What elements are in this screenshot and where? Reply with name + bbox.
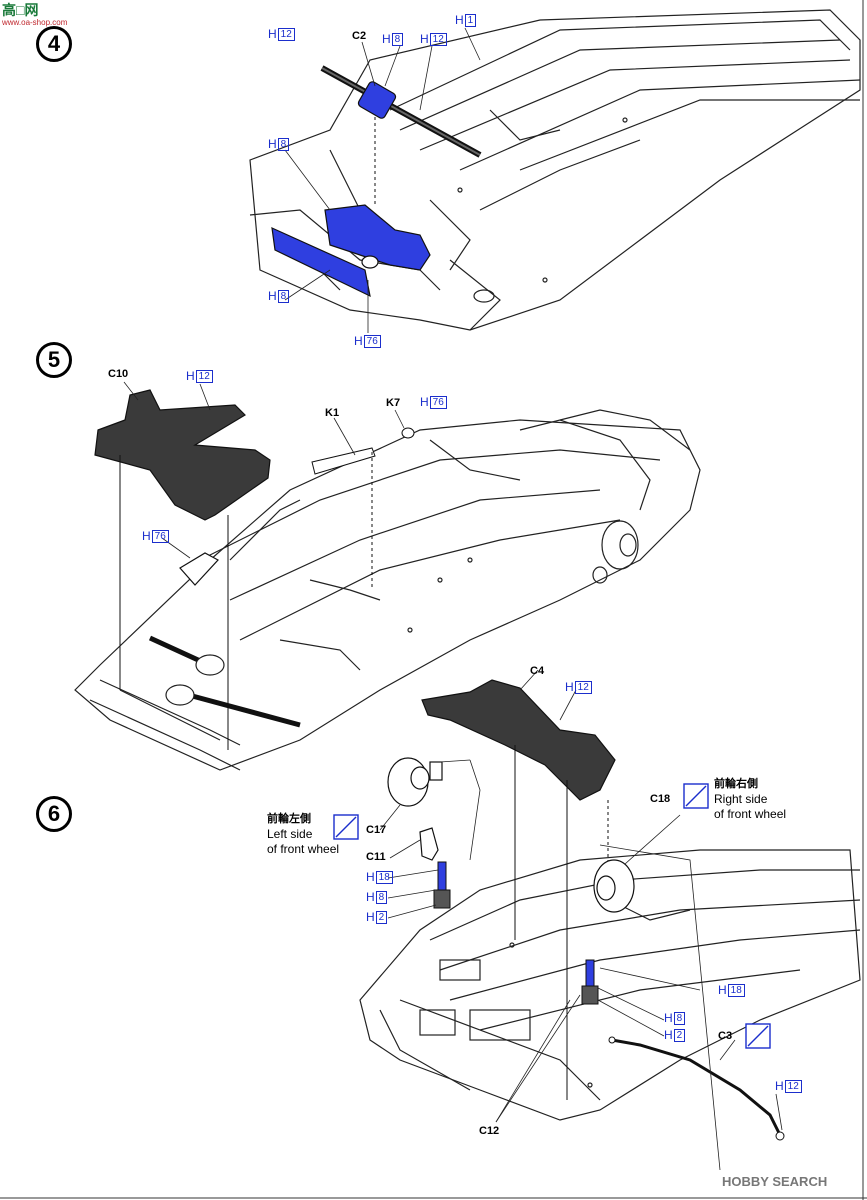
label-c18: C18 — [650, 793, 671, 805]
right-hub-c18 — [593, 859, 635, 913]
right-wheel-note-jp: 前輪右側 — [714, 778, 758, 790]
right-wheel-note-en2: of front wheel — [714, 807, 787, 821]
right-shock-h18 — [581, 959, 599, 1005]
step5-chassis-outline — [74, 409, 701, 771]
left-hub-c17 — [387, 757, 443, 807]
step-number-6: 6 — [36, 796, 72, 832]
step6-chassis-outline — [359, 849, 861, 1121]
engine-undercover-c10 — [94, 389, 271, 750]
corner-logo-url: www.oa-shop.com — [2, 18, 68, 27]
left-wheel-note-en1: Left side — [267, 827, 313, 841]
label-c4: C4 — [530, 665, 545, 677]
right-wheel-note: 前輪右側 Right side of front wheel — [714, 777, 786, 822]
tool-icons — [333, 783, 771, 1049]
left-wheel-note: 前輪左側 Left side of front wheel — [267, 812, 339, 857]
label-c12: C12 — [479, 1125, 500, 1137]
leader-lines — [379, 669, 783, 1171]
steering-link-c3 — [608, 1036, 785, 1141]
label-k1: K1 — [325, 407, 340, 419]
label-c11: C11 — [366, 851, 386, 863]
label-c3: C3 — [718, 1030, 733, 1042]
step5-front-hub — [592, 520, 639, 584]
step-number-5: 5 — [36, 342, 72, 378]
part-h76-pipe — [179, 552, 219, 586]
corner-logo: 高□网 — [2, 2, 39, 18]
steering-rack-c2 — [320, 65, 482, 205]
part-k1-bar — [311, 447, 376, 590]
crossmember-c4 — [421, 679, 616, 1100]
label-k7: K7 — [386, 397, 401, 409]
left-wheel-note-en2: of front wheel — [267, 842, 340, 856]
part-k7-cap — [401, 427, 415, 439]
leader-lines-top — [123, 27, 481, 559]
left-wheel-note-jp: 前輪左側 — [267, 813, 311, 825]
label-c10: C10 — [108, 368, 129, 380]
left-shock-h18 — [433, 861, 451, 909]
steering-box-parts-h8 — [271, 204, 431, 298]
step-number-4: 4 — [36, 26, 72, 62]
label-c17: C17 — [366, 824, 387, 836]
left-knuckle-c11 — [419, 827, 439, 861]
step5-drive-shaft — [148, 635, 301, 728]
right-wheel-note-en1: Right side — [714, 792, 768, 806]
label-c2: C2 — [352, 30, 367, 42]
watermark: HOBBY SEARCH — [722, 1174, 828, 1189]
